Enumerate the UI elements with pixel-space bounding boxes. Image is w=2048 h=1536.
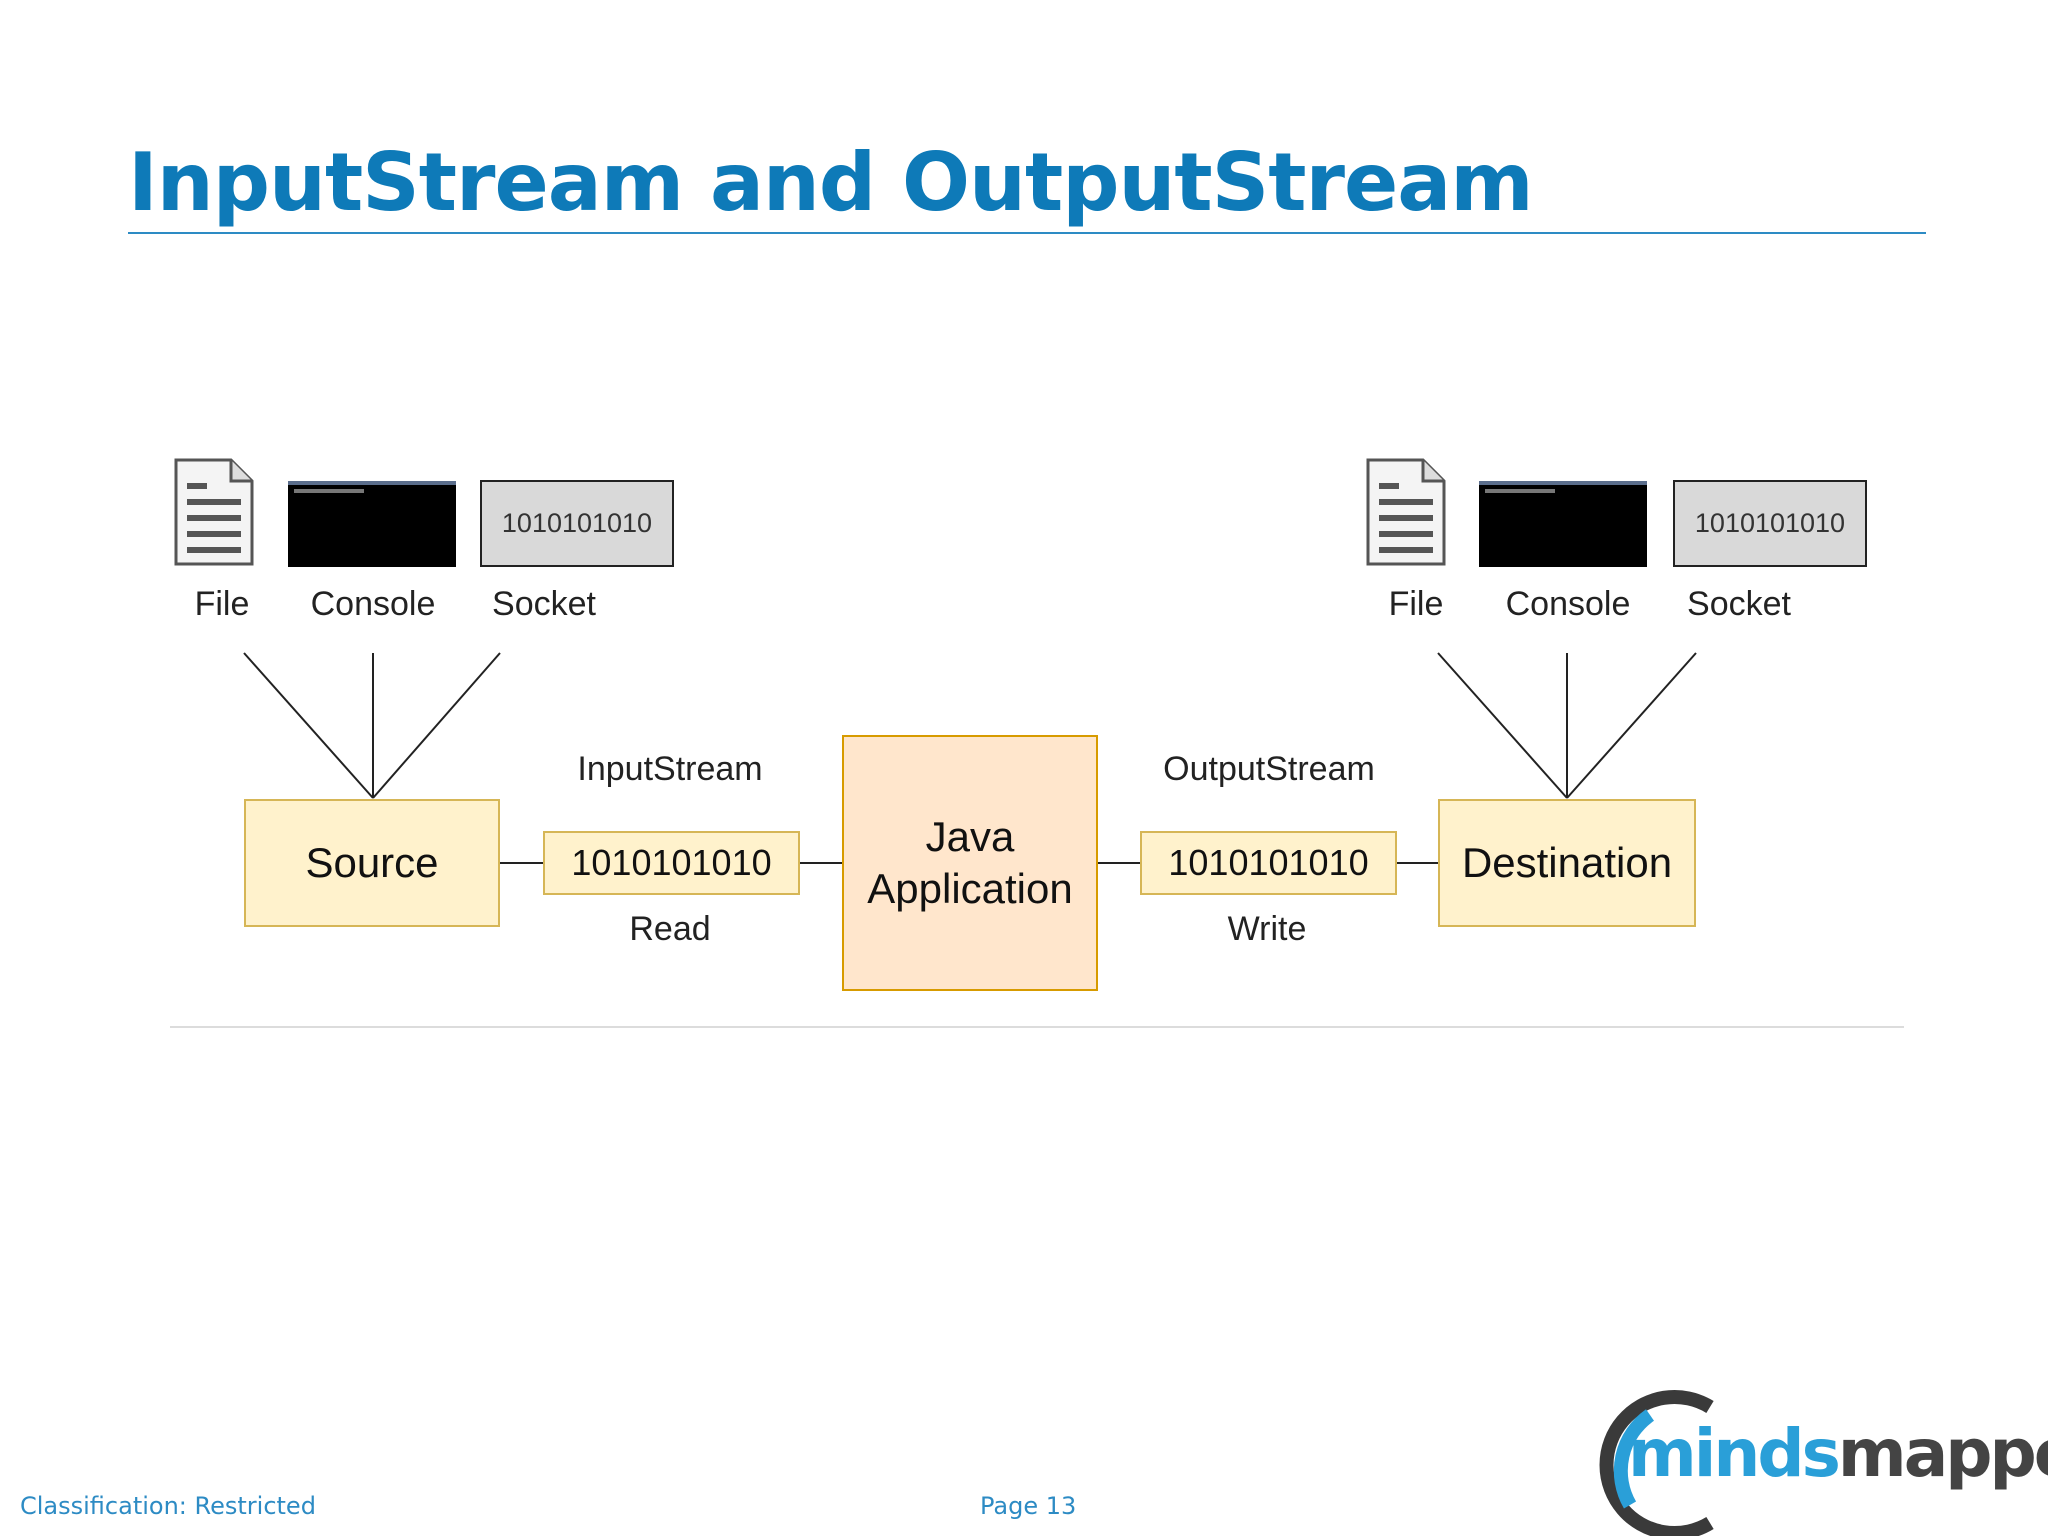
outputstream-label: OutputStream [1163,750,1375,788]
socket-binary-icon: 1010101010 [480,480,674,567]
title-divider [128,232,1926,234]
left-file-label: File [194,585,250,623]
logo-text-mapped: mapped [1837,1415,2048,1492]
connector-file-destination [1437,652,1568,799]
console-window-icon [1479,481,1647,567]
logo-ring-icon [1599,1390,1714,1536]
slide-title: InputStream and OutputStream [128,136,1534,229]
connector-file-source [243,652,374,799]
inputstream-label: InputStream [577,750,763,788]
classification-label: Classification: Restricted [20,1492,316,1520]
file-document-icon [1366,458,1446,566]
write-label: Write [1227,910,1307,948]
file-document-icon [174,458,254,566]
diagram-divider [170,1026,1904,1028]
right-socket-label: Socket [1687,585,1791,623]
connector-socket-source [372,652,501,799]
source-node: Source [244,799,500,927]
logo-text-minds: minds [1628,1415,1841,1492]
destination-node: Destination [1438,799,1696,927]
connector-socket-destination [1566,652,1697,799]
mindsmapped-logo: mindsmapped [1590,1385,2048,1536]
right-console-label: Console [1505,585,1631,623]
stream-diagram: 1010101010 File Console Socket 101010101… [170,455,1867,1010]
read-label: Read [629,910,711,948]
page-number: Page 13 [980,1492,1077,1520]
java-application-node: Java Application [842,735,1098,991]
right-file-label: File [1388,585,1444,623]
output-data-box: 1010101010 [1140,831,1397,895]
left-socket-label: Socket [492,585,596,623]
console-window-icon [288,481,456,567]
left-console-label: Console [310,585,436,623]
input-data-box: 1010101010 [543,831,800,895]
connector-lines [243,652,1697,864]
socket-binary-icon: 1010101010 [1673,480,1867,567]
java-application-line2: Application [867,865,1073,912]
java-application-line1: Java [925,813,1015,860]
